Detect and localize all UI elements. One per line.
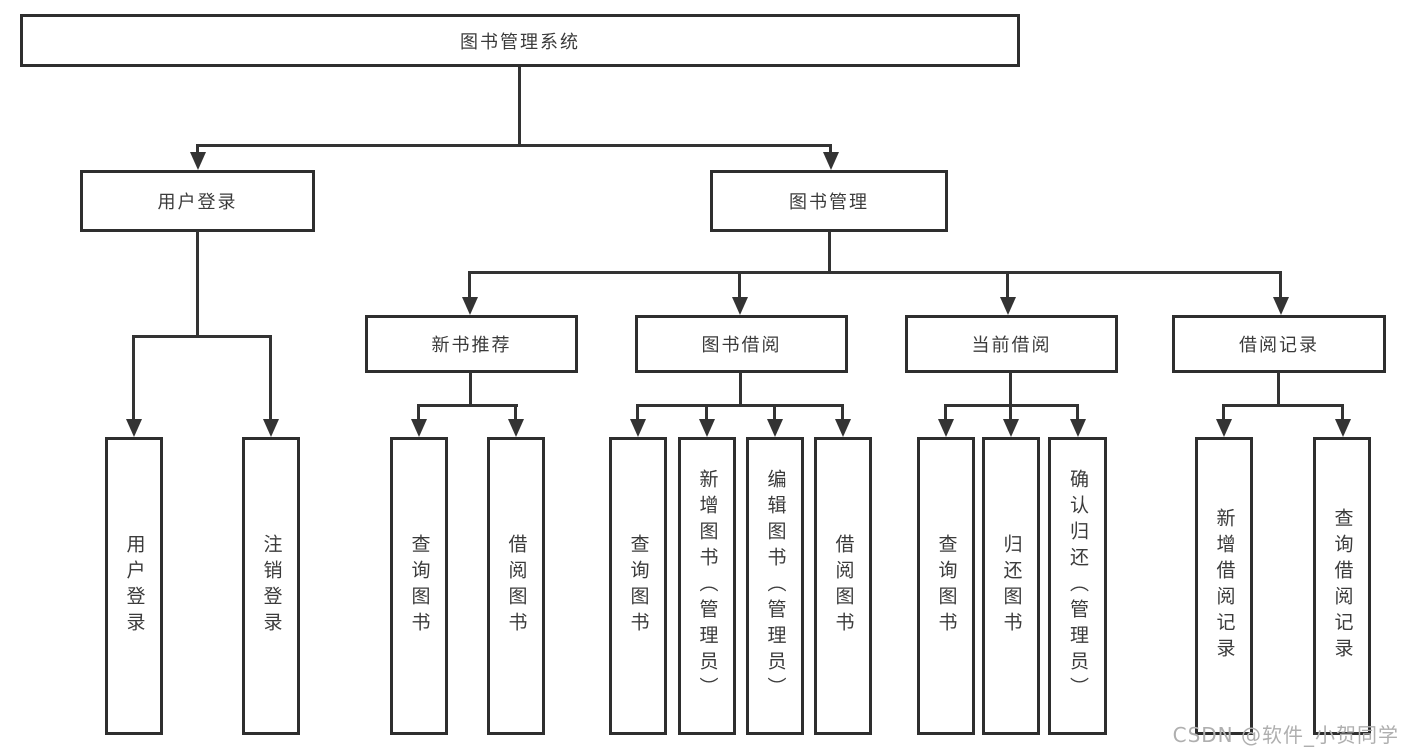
connector-line [1009, 404, 1012, 423]
connector-line [417, 404, 420, 423]
connector-line [1009, 372, 1012, 407]
arrow-down-icon [1000, 297, 1016, 315]
leaf-query-books-current: 查询图书 [917, 437, 975, 735]
node-book-management: 图书管理 [710, 170, 948, 232]
connector-line [196, 144, 199, 158]
connector-line [738, 271, 741, 301]
leaf-label: 编辑图书（管理员） [764, 469, 787, 703]
node-label: 图书管理 [789, 192, 869, 213]
arrow-down-icon [1335, 419, 1351, 437]
connector-line [829, 144, 832, 158]
leaf-add-book-admin: 新增图书（管理员） [678, 437, 736, 735]
leaf-label: 查询借阅记录 [1331, 508, 1354, 664]
node-book-borrowing: 图书借阅 [635, 315, 848, 373]
leaf-confirm-return-admin: 确认归还（管理员） [1048, 437, 1107, 735]
arrow-down-icon [190, 152, 206, 170]
arrow-down-icon [699, 419, 715, 437]
leaf-label: 查询图书 [627, 534, 650, 638]
node-label: 新书推荐 [431, 335, 512, 356]
leaf-label: 确认归还（管理员） [1067, 469, 1089, 703]
connector-line [196, 144, 832, 147]
arrow-down-icon [263, 419, 279, 437]
node-label: 当前借阅 [971, 335, 1052, 356]
connector-line [132, 335, 272, 338]
leaf-label: 借阅图书 [505, 534, 528, 638]
connector-line [636, 404, 639, 423]
leaf-query-books-recommend: 查询图书 [390, 437, 448, 735]
node-label: 图书管理系统 [460, 31, 580, 53]
connector-line [132, 335, 135, 423]
connector-line [773, 404, 776, 423]
leaf-user-login: 用户登录 [105, 437, 163, 735]
node-current-borrowing: 当前借阅 [905, 315, 1118, 373]
leaf-label: 查询图书 [408, 534, 431, 638]
arrow-down-icon [1070, 419, 1086, 437]
leaf-query-books-borrowing: 查询图书 [609, 437, 667, 735]
arrow-down-icon [1273, 297, 1289, 315]
arrow-down-icon [938, 419, 954, 437]
connector-line [828, 231, 831, 274]
arrow-down-icon [126, 419, 142, 437]
connector-line [944, 404, 947, 423]
connector-line [518, 67, 521, 146]
node-new-book-recommend: 新书推荐 [365, 315, 578, 373]
arrow-down-icon [508, 419, 524, 437]
connector-line [469, 372, 472, 407]
connector-line [739, 372, 742, 407]
leaf-label: 借阅图书 [832, 534, 855, 638]
node-label: 图书借阅 [701, 335, 782, 356]
connector-line [514, 404, 517, 423]
connector-line [468, 271, 471, 301]
connector-line [269, 335, 272, 423]
connector-line [1222, 404, 1225, 423]
connector-line [1222, 404, 1344, 407]
arrow-down-icon [835, 419, 851, 437]
connector-line [196, 231, 199, 338]
node-root-library-system: 图书管理系统 [20, 14, 1020, 67]
connector-line [1341, 404, 1344, 423]
leaf-add-borrow-record: 新增借阅记录 [1195, 437, 1253, 735]
arrow-down-icon [462, 297, 478, 315]
node-label: 用户登录 [157, 192, 238, 213]
leaf-logout: 注销登录 [242, 437, 300, 735]
arrow-down-icon [630, 419, 646, 437]
leaf-borrow-books-borrowing: 借阅图书 [814, 437, 872, 735]
leaf-label: 新增借阅记录 [1213, 508, 1236, 664]
arrow-down-icon [823, 152, 839, 170]
connector-line [468, 271, 1282, 274]
connector-line [1006, 271, 1009, 301]
leaf-borrow-books-recommend: 借阅图书 [487, 437, 545, 735]
watermark: CSDN @软件_小贺同学 [1172, 723, 1399, 747]
leaf-label: 归还图书 [1000, 534, 1023, 638]
connector-line [705, 404, 708, 423]
leaf-label: 查询图书 [935, 534, 958, 638]
connector-line [417, 404, 518, 407]
connector-line [1279, 271, 1282, 301]
node-borrowing-records: 借阅记录 [1172, 315, 1386, 373]
leaf-label: 新增图书（管理员） [696, 469, 719, 703]
connector-line [636, 404, 844, 407]
leaf-query-borrow-record: 查询借阅记录 [1313, 437, 1371, 735]
leaf-edit-book-admin: 编辑图书（管理员） [746, 437, 804, 735]
leaf-label: 注销登录 [260, 534, 283, 638]
node-label: 借阅记录 [1239, 335, 1319, 356]
arrow-down-icon [1216, 419, 1232, 437]
arrow-down-icon [1003, 419, 1019, 437]
node-user-login: 用户登录 [80, 170, 315, 232]
arrow-down-icon [411, 419, 427, 437]
arrow-down-icon [767, 419, 783, 437]
leaf-return-books: 归还图书 [982, 437, 1040, 735]
connector-line [841, 404, 844, 423]
connector-line [1076, 404, 1079, 423]
arrow-down-icon [732, 297, 748, 315]
leaf-label: 用户登录 [123, 534, 146, 638]
connector-line [1277, 372, 1280, 407]
